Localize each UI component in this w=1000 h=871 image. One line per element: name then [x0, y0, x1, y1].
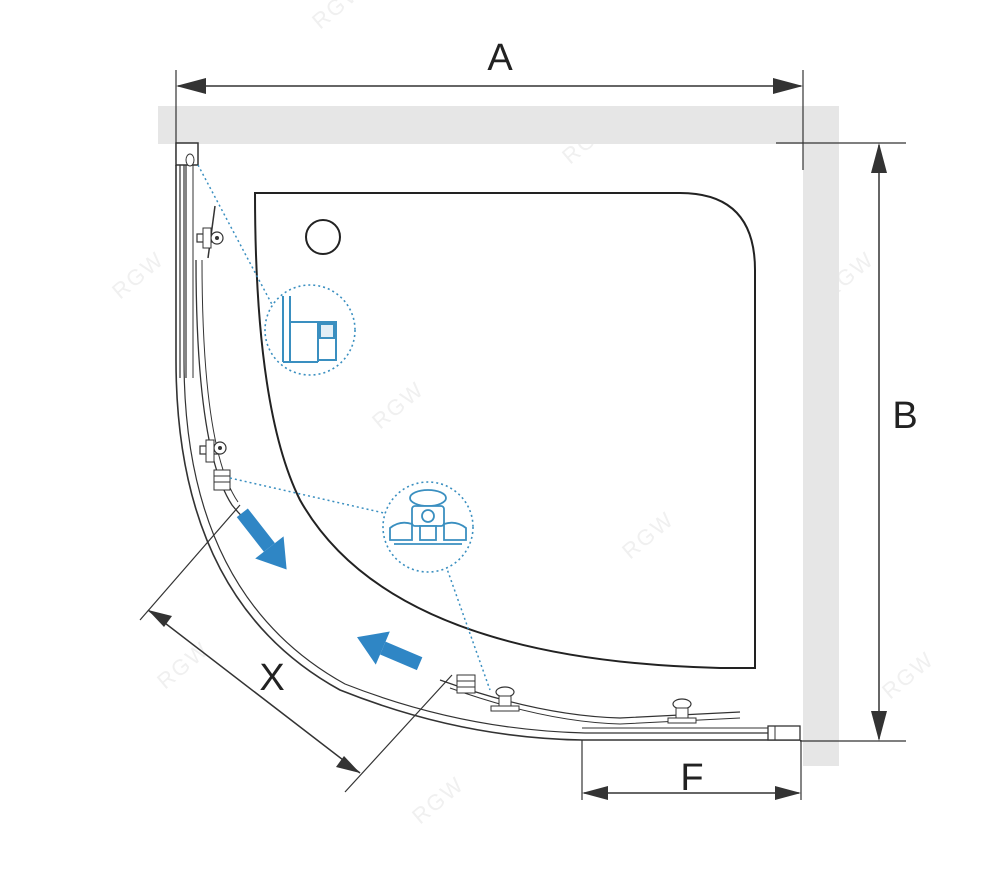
drain-icon [305, 219, 341, 255]
dimension-f-label: F [680, 757, 703, 799]
roller-top-left [196, 227, 224, 249]
watermark: RGW [367, 376, 429, 434]
roller-icon [389, 489, 467, 545]
fixed-panel-inner [449, 687, 741, 725]
watermark: RGW [617, 506, 679, 564]
curved-glass-outer [175, 165, 800, 741]
dimension-a-label: A [487, 37, 513, 79]
right-wall-profile [582, 725, 801, 741]
roller-detail-callout [382, 481, 474, 573]
callout-leader-roller-left [229, 477, 385, 514]
dimension-f: F [581, 740, 802, 800]
left-wall-profile [175, 142, 199, 378]
roller-mid-left [199, 439, 227, 463]
stopper-bottom [456, 674, 476, 694]
watermark: RGW [307, 0, 369, 34]
watermark: RGW [152, 636, 214, 694]
slide-arrows [236, 508, 423, 671]
roller-bottom-right [667, 698, 697, 724]
open-direction-arrow-down [236, 508, 287, 570]
dimension-x: X [139, 504, 453, 793]
roller-bottom-mid [490, 686, 520, 712]
top-wall [158, 106, 838, 144]
watermark: RGW [107, 246, 169, 304]
fixed-panel [439, 679, 741, 719]
watermark: RGW [877, 646, 939, 704]
dimension-b-label: B [892, 395, 917, 437]
dimension-x-label: X [259, 657, 284, 699]
shower-tray [253, 192, 756, 669]
callout-leader-roller-bottom [445, 565, 491, 691]
open-direction-arrow-left [357, 631, 423, 671]
sliding-door-inner [201, 259, 239, 503]
watermark: RGW [407, 771, 469, 829]
wall-profile-icon [282, 296, 337, 363]
right-wall [803, 106, 839, 766]
stopper-left [213, 469, 231, 491]
profile-detail-callout [264, 284, 356, 376]
dimension-b: B [776, 142, 918, 742]
dimension-a: A [175, 37, 804, 170]
curved-glass-inner [183, 165, 800, 734]
